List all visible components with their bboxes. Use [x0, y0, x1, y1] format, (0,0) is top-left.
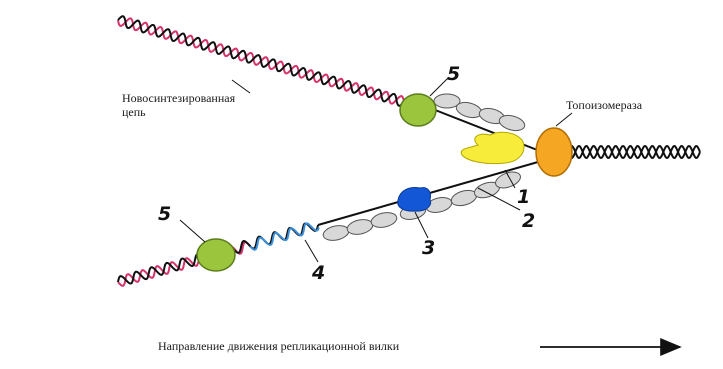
helicase-shape [461, 132, 524, 163]
marker-5-bottom: 5 [158, 203, 171, 225]
topoisomerase-label: Топоизомераза [566, 98, 643, 112]
marker-5-top: 5 [447, 63, 460, 85]
lower-template-strand [318, 160, 545, 225]
marker-4: 4 [311, 262, 325, 284]
new-strand-label-line1: Новосинтезированная [122, 91, 236, 105]
sliding-clamp-upper [400, 94, 436, 126]
topoisomerase-shape [536, 128, 572, 176]
marker-2: 2 [522, 210, 535, 232]
marker-1: 1 [517, 186, 530, 208]
new-strand-label-line2: цепь [122, 105, 146, 119]
direction-label: Направление движения репликационной вилк… [158, 339, 400, 353]
sliding-clamp-lower [197, 239, 235, 271]
parental-dna-helix [568, 146, 700, 158]
primase-shape [398, 188, 431, 212]
marker-3: 3 [422, 237, 435, 259]
